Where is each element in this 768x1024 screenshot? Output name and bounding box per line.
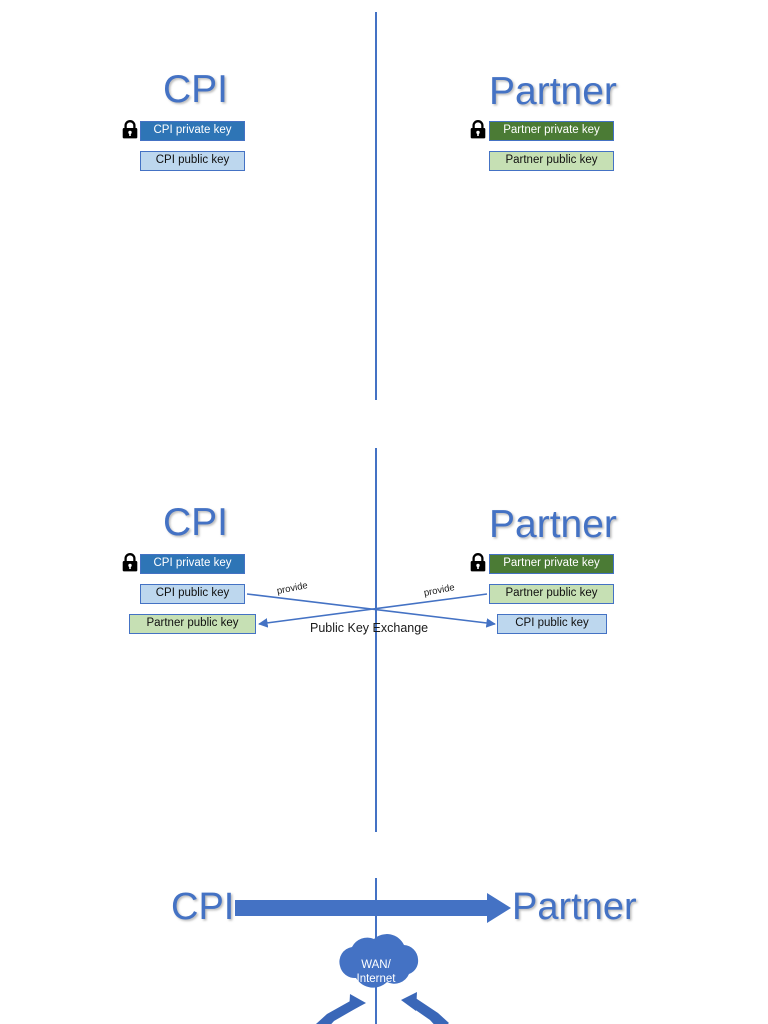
divider-line-top [375, 12, 377, 400]
panel-middle-partner-private-key[interactable]: Partner private key [489, 554, 614, 574]
panel-top-partner-public-key[interactable]: Partner public key [489, 151, 614, 171]
panel-top-cpi-title: CPI [163, 68, 229, 111]
cloud-label: WAN/ Internet [340, 958, 412, 987]
padlock-icon [122, 553, 138, 572]
panel-middle-cpi-title: CPI [163, 501, 229, 544]
uplink-arrow-right [401, 992, 449, 1024]
padlock-icon [470, 553, 486, 572]
panel-middle-cpi-stored-partner-public-key[interactable]: Partner public key [129, 614, 256, 634]
right-arrow-icon [235, 893, 511, 923]
panel-middle-cpi-private-key[interactable]: CPI private key [140, 554, 245, 574]
panel-bottom-partner-label: Partner [512, 886, 637, 928]
line-partner-public-to-cpi [258, 593, 488, 628]
panel-middle-partner-title: Partner [489, 503, 617, 546]
panel-top-partner-private-key[interactable]: Partner private key [489, 121, 614, 141]
padlock-icon [470, 120, 486, 139]
uplink-arrow-left [316, 994, 366, 1024]
panel-bottom-cpi-label: CPI [171, 886, 235, 928]
provide-label-right: provide [422, 582, 456, 599]
panel-top-cpi-private-key[interactable]: CPI private key [140, 121, 245, 141]
cloud-label-line1: WAN/ [361, 959, 391, 971]
padlock-icon [122, 120, 138, 139]
panel-top-cpi-public-key[interactable]: CPI public key [140, 151, 245, 171]
panel-top-partner-title: Partner [489, 70, 617, 113]
panel-middle-cpi-public-key[interactable]: CPI public key [140, 584, 245, 604]
provide-label-left: provide [275, 580, 309, 597]
divider-line-middle [375, 448, 377, 832]
panel-middle-partner-public-key[interactable]: Partner public key [489, 584, 614, 604]
panel-middle-partner-stored-cpi-public-key[interactable]: CPI public key [497, 614, 607, 634]
line-cpi-public-to-partner [246, 593, 496, 628]
cloud-label-line2: Internet [356, 973, 396, 986]
public-key-exchange-label: Public Key Exchange [310, 621, 429, 635]
divider-line-bottom [375, 878, 377, 1024]
